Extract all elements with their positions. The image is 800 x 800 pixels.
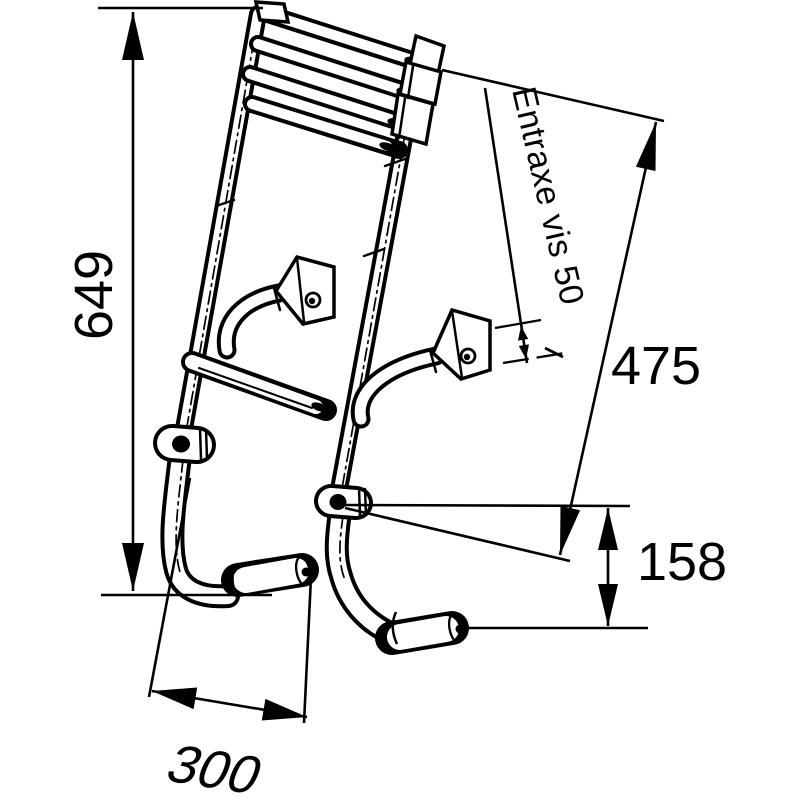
mounting-bracket-right [350,307,492,429]
stack-right-plate [397,59,444,107]
dimension-overall-height: 649 [64,6,272,597]
left-rail-joint-mark [214,198,236,208]
pivot-pin [172,435,190,453]
arrowhead-down [518,344,529,359]
arrowhead [152,687,198,710]
screw-axis-line [494,318,542,330]
extension-line [302,576,313,724]
stack-top-left-plate [253,0,291,24]
slashed-zero-mark [544,346,564,359]
dimension-label-158: 158 [637,532,727,592]
bracket-plate [430,307,492,381]
arrowhead [560,505,581,555]
arrowhead-down [598,584,618,626]
leg-centerline [339,515,346,581]
left-folding-leg [153,424,319,609]
arrowhead [261,698,307,721]
screw-hole [304,291,322,309]
ladder-drawing [153,0,492,655]
leg-centerline [175,459,184,573]
arrowhead-up [122,12,144,60]
extension-line [441,68,665,123]
extension-line [344,503,631,508]
folded-rungs-stack [241,0,447,159]
arrowhead [635,122,656,171]
mounting-bracket-left [216,254,336,360]
arrowhead-up [598,508,618,550]
dimension-line [558,121,658,556]
screw-hole [459,347,477,365]
extension-line [344,506,571,563]
right-rail-joint-mark [362,247,386,258]
step-end-cap [311,402,327,412]
dimension-label-475: 475 [611,336,701,396]
dimension-hook-depth: 300 [147,477,313,800]
bracket-plate [273,254,336,326]
dimension-lower-drop: 158 [344,503,727,630]
arrowhead-down [122,543,144,591]
extension-line [147,477,192,698]
arrowhead-up [518,326,529,341]
screw-axis-line [502,351,566,365]
leader-line [483,87,529,364]
stack-right-plate [390,91,435,147]
dimension-screw-spacing: Entraxe vis 50 [483,83,591,365]
dimension-label-300: 300 [158,733,272,800]
right-folding-leg [314,484,469,655]
fixed-step [181,351,337,421]
right-rail-joint-mark [383,157,407,168]
pivot-pin [329,494,347,510]
dimension-upper-section: 475 [344,68,701,563]
screw-spacing-label: Entraxe vis 50 [504,83,591,308]
dimension-annotations: 649 475 158 300 [64,6,727,800]
dimension-label-649: 649 [64,250,124,340]
